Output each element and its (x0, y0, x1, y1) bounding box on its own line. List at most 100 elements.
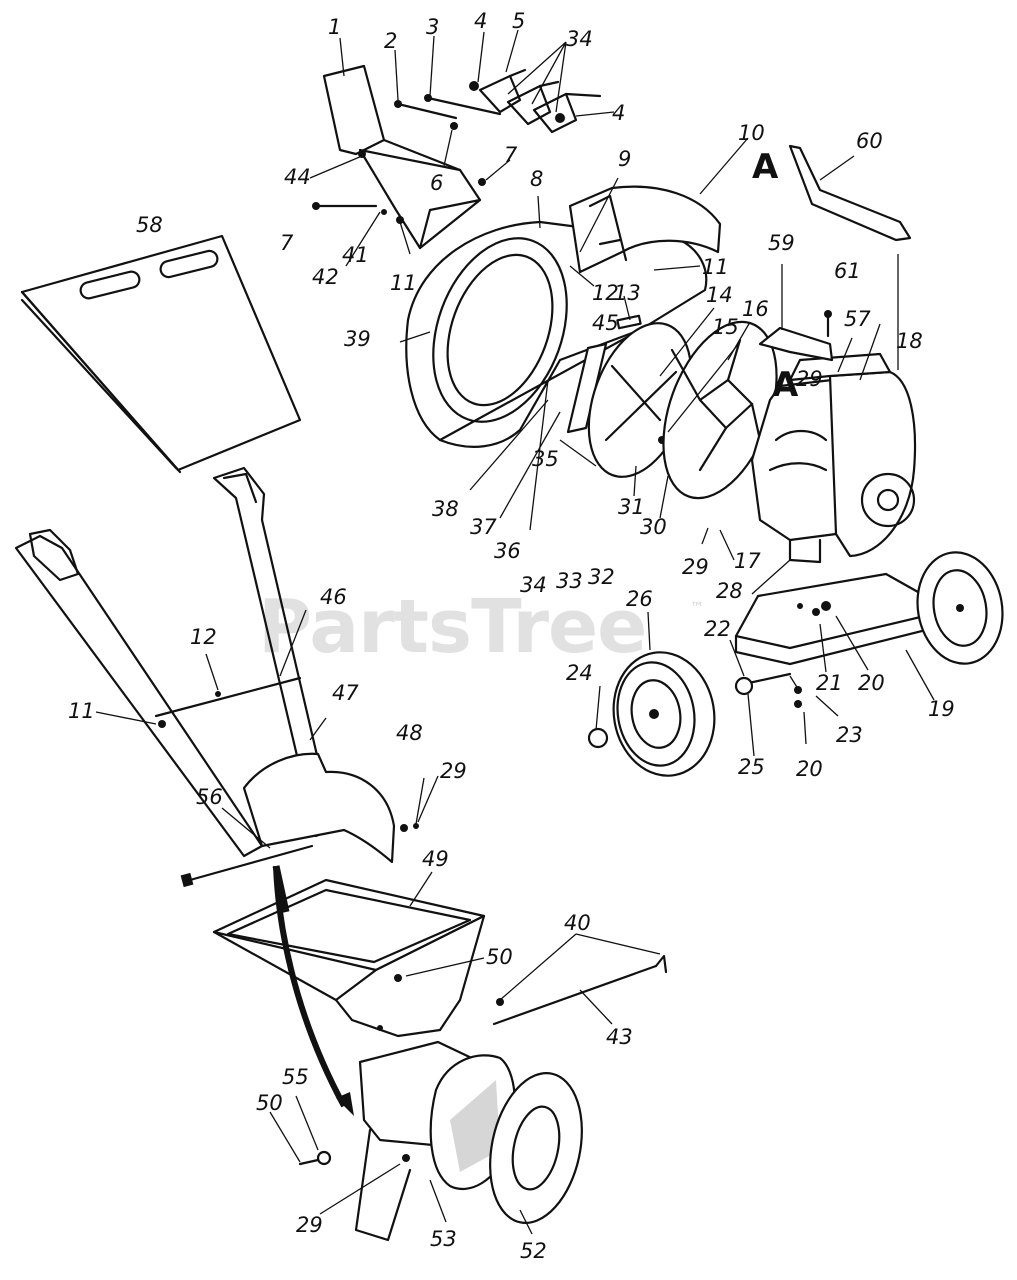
callout-13: 13 (614, 281, 641, 305)
callout-4: 4 (612, 101, 625, 125)
callout-17: 17 (734, 549, 761, 573)
engine-mount-plate (662, 320, 778, 500)
callout-14: 14 (706, 283, 733, 307)
housing-cover (568, 185, 722, 274)
callout-61: 61 (834, 259, 861, 283)
tension-rod (492, 954, 668, 1026)
handle-assembly (14, 466, 419, 864)
callout-29: 29 (682, 555, 709, 579)
marker-a-rod: A (752, 147, 779, 187)
callout-50: 50 (486, 945, 513, 969)
hopper (212, 878, 486, 1038)
deflector-plate (20, 234, 302, 474)
shaft-keys (566, 314, 642, 434)
callout-31: 31 (618, 495, 645, 519)
side-hardware (298, 1150, 410, 1166)
watermark-trademark: ™ (690, 600, 704, 616)
callout-9: 9 (618, 147, 631, 171)
callout-24: 24 (566, 661, 593, 685)
engine-bracket (758, 310, 834, 362)
callout-12: 12 (190, 625, 217, 649)
callout-12: 12 (592, 281, 619, 305)
callout-29: 29 (440, 759, 467, 783)
engine (750, 352, 917, 564)
callout-37: 37 (470, 515, 497, 539)
callout-4: 4 (474, 9, 487, 33)
callout-16: 16 (742, 297, 769, 321)
callout-36: 36 (494, 539, 521, 563)
fan-housing (405, 220, 708, 448)
callout-1: 1 (328, 15, 341, 39)
callout-11: 11 (390, 271, 417, 295)
callout-7: 7 (504, 143, 518, 167)
leader-lines (95, 29, 935, 1235)
callout-7: 7 (280, 231, 294, 255)
callout-23: 23 (836, 723, 863, 747)
ring-flange (489, 1072, 583, 1224)
chute-bracket (322, 64, 482, 250)
callout-6: 6 (430, 171, 443, 195)
callout-35: 35 (532, 447, 559, 471)
callout-19: 19 (928, 697, 955, 721)
marker-a-engine: A (772, 365, 799, 405)
callout-10: 10 (738, 121, 765, 145)
callout-44: 44 (284, 165, 311, 189)
callout-2: 2 (384, 29, 397, 53)
reference-markers: A A (752, 147, 799, 405)
callout-60: 60 (856, 129, 883, 153)
chipper-body (354, 1040, 517, 1242)
callout-29: 29 (796, 367, 823, 391)
callout-20: 20 (858, 671, 885, 695)
callout-29: 29 (296, 1213, 323, 1237)
callout-11: 11 (68, 699, 95, 723)
callout-58: 58 (136, 213, 163, 237)
callout-labels: 1 2 3 4 4 5 34 6 7 7 8 9 10 11 11 11 12 … (68, 9, 955, 1263)
callout-20: 20 (796, 757, 823, 781)
callout-3: 3 (426, 15, 439, 39)
callout-15: 15 (712, 315, 739, 339)
callout-40: 40 (564, 911, 591, 935)
callout-21: 21 (816, 671, 843, 695)
callout-34: 34 (566, 27, 593, 51)
callout-34: 34 (520, 573, 547, 597)
callout-32: 32 (588, 565, 615, 589)
callout-52: 52 (520, 1239, 547, 1263)
callout-28: 28 (716, 579, 743, 603)
callout-47: 47 (332, 681, 359, 705)
support-rod (788, 144, 912, 242)
callout-59: 59 (768, 231, 795, 255)
long-bolt (180, 844, 314, 888)
callout-49: 49 (422, 847, 449, 871)
callout-18: 18 (896, 329, 923, 353)
wheel-rear (916, 551, 1004, 665)
callout-38: 38 (432, 497, 459, 521)
wheel-front (612, 651, 716, 777)
callout-45: 45 (592, 311, 619, 335)
callout-25: 25 (738, 755, 765, 779)
callout-46: 46 (320, 585, 347, 609)
callout-43: 43 (606, 1025, 633, 1049)
callout-33: 33 (556, 569, 583, 593)
watermark-text: PartsTree (258, 584, 646, 670)
parts-drawing (14, 29, 1004, 1242)
bolts-top (312, 94, 502, 224)
callout-11: 11 (702, 255, 729, 279)
callout-48: 48 (396, 721, 423, 745)
callout-55: 55 (282, 1065, 309, 1089)
callout-26: 26 (626, 587, 653, 611)
callout-5: 5 (512, 9, 525, 33)
callout-53: 53 (430, 1227, 457, 1251)
callout-57: 57 (844, 307, 871, 331)
callout-50: 50 (256, 1091, 283, 1115)
callout-56: 56 (196, 785, 223, 809)
callout-22: 22 (704, 617, 731, 641)
feed-arrow (272, 865, 354, 1116)
callout-8: 8 (530, 167, 543, 191)
callout-42: 42 (312, 265, 339, 289)
watermark: PartsTree ™ (258, 584, 704, 670)
callout-30: 30 (640, 515, 667, 539)
cutting-blades (469, 68, 602, 134)
callout-39: 39 (344, 327, 371, 351)
